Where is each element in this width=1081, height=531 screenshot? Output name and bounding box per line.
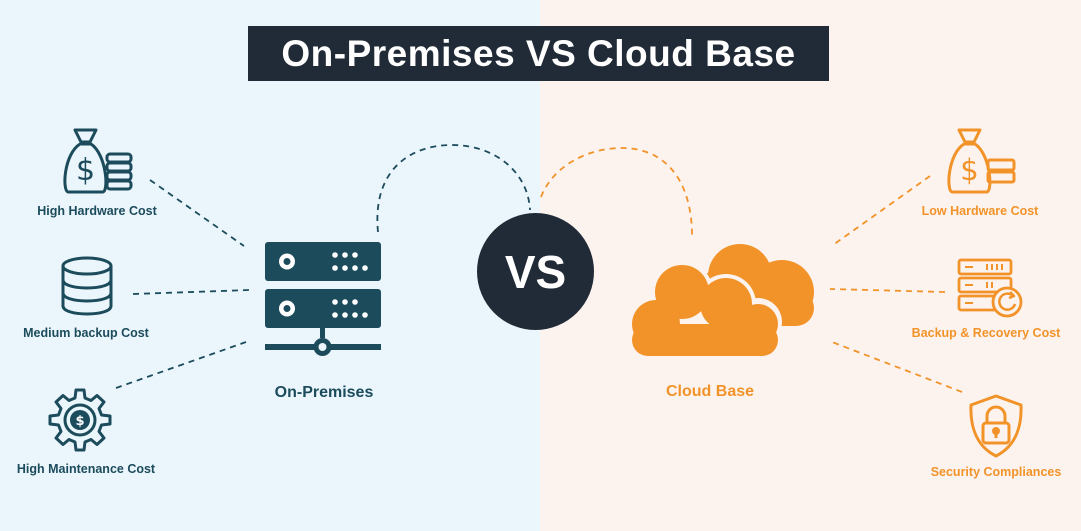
svg-text:$: $: [76, 153, 95, 188]
gear-dollar-icon: $: [47, 387, 113, 458]
on-premises-label: On-Premises: [274, 384, 374, 401]
right-item-label-security: Security Compliances: [930, 465, 1062, 479]
right-item-label-hardware: Low Hardware Cost: [921, 204, 1039, 218]
shield-lock-icon: [966, 393, 1026, 464]
server-icon: [265, 242, 385, 363]
left-item-label-maintenance: High Maintenance Cost: [16, 462, 156, 476]
svg-text:$: $: [75, 414, 84, 429]
cloud-icon: [626, 238, 818, 365]
right-item-label-backup: Backup & Recovery Cost: [911, 326, 1061, 340]
cloud-base-label: Cloud Base: [665, 383, 755, 400]
page-title: On-Premises VS Cloud Base: [248, 26, 829, 81]
left-item-label-backup: Medium backup Cost: [23, 326, 149, 340]
money-bag-coins-icon: $: [58, 126, 134, 203]
money-bag-bills-icon: $: [944, 128, 1018, 203]
left-item-label-hardware: High Hardware Cost: [37, 204, 157, 218]
database-icon: [59, 256, 115, 321]
svg-text:$: $: [960, 153, 978, 187]
vs-badge: VS: [477, 213, 594, 330]
server-recovery-icon: [957, 258, 1023, 325]
